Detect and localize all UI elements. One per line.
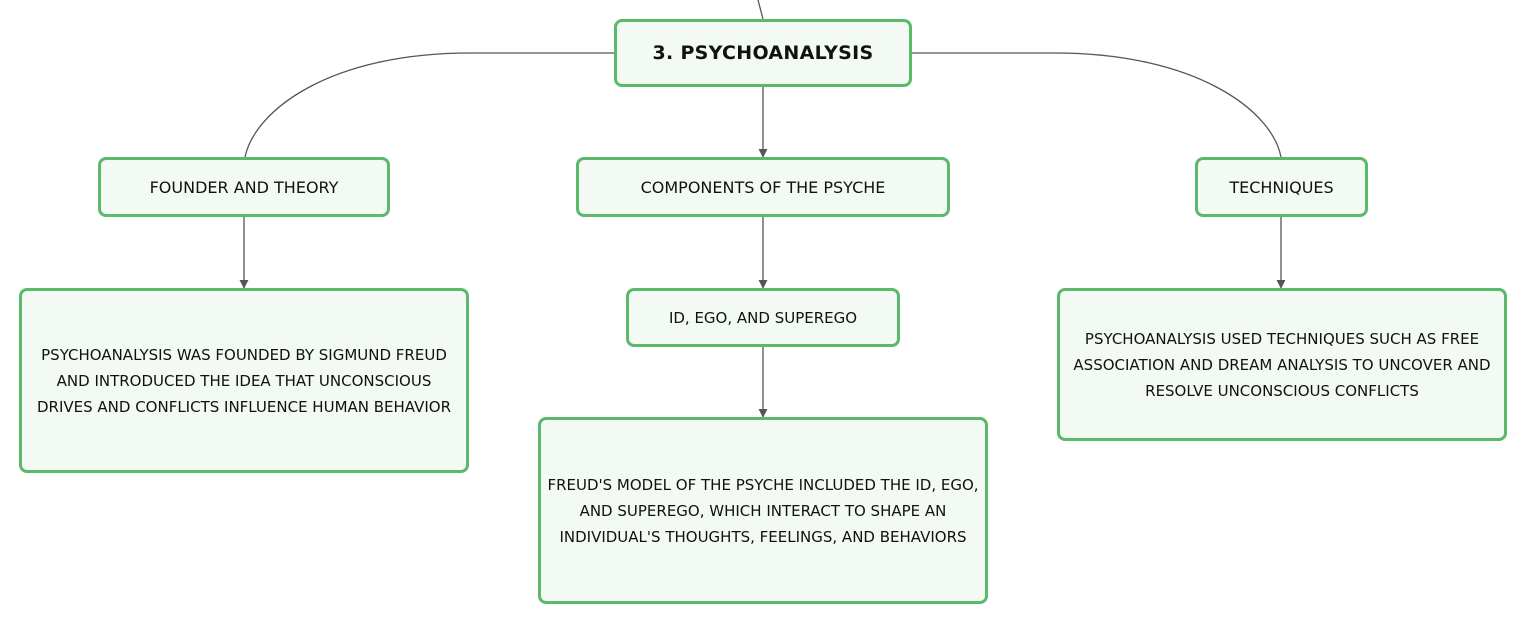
techniques-detail-text: PSYCHOANALYSIS USED TECHNIQUES SUCH AS F… [1073,329,1491,400]
founder-detail-text: PSYCHOANALYSIS WAS FOUNDED BY SIGMUND FR… [36,345,452,416]
techniques-detail-node[interactable]: PSYCHOANALYSIS USED TECHNIQUES SUCH AS F… [1057,288,1507,441]
founder-and-theory-node[interactable]: FOUNDER AND THEORY [98,157,390,217]
connector-root-to-techniques [912,52,1282,158]
techniques-node[interactable]: TECHNIQUES [1195,157,1368,217]
founder-detail-node[interactable]: PSYCHOANALYSIS WAS FOUNDED BY SIGMUND FR… [19,288,469,473]
id-ego-superego-label: ID, EGO, AND SUPEREGO [668,308,858,327]
connector-root-to-founder [244,52,614,158]
id-ego-superego-node[interactable]: ID, EGO, AND SUPEREGO [626,288,900,347]
components-of-the-psyche-label: COMPONENTS OF THE PSYCHE [640,177,886,197]
connector-parent-to-root [757,0,764,20]
founder-and-theory-label: FOUNDER AND THEORY [149,177,339,197]
psyche-detail-text: FREUD'S MODEL OF THE PSYCHE INCLUDED THE… [547,475,979,546]
components-of-the-psyche-node[interactable]: COMPONENTS OF THE PSYCHE [576,157,950,217]
psyche-detail-node[interactable]: FREUD'S MODEL OF THE PSYCHE INCLUDED THE… [538,417,988,604]
techniques-label: TECHNIQUES [1229,177,1334,197]
root-node[interactable]: 3. PSYCHOANALYSIS [614,19,912,87]
root-node-label: 3. PSYCHOANALYSIS [652,42,874,64]
